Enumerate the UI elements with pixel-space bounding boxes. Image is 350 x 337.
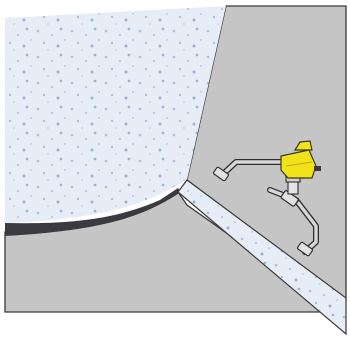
level-sensor-icon bbox=[280, 140, 321, 195]
material-residue bbox=[5, 188, 181, 236]
sensor-bypass-pipe bbox=[218, 159, 319, 255]
pipe-clamp-icon bbox=[212, 166, 314, 257]
discharge-chute bbox=[177, 179, 347, 336]
bulk-material-pile bbox=[5, 6, 226, 223]
